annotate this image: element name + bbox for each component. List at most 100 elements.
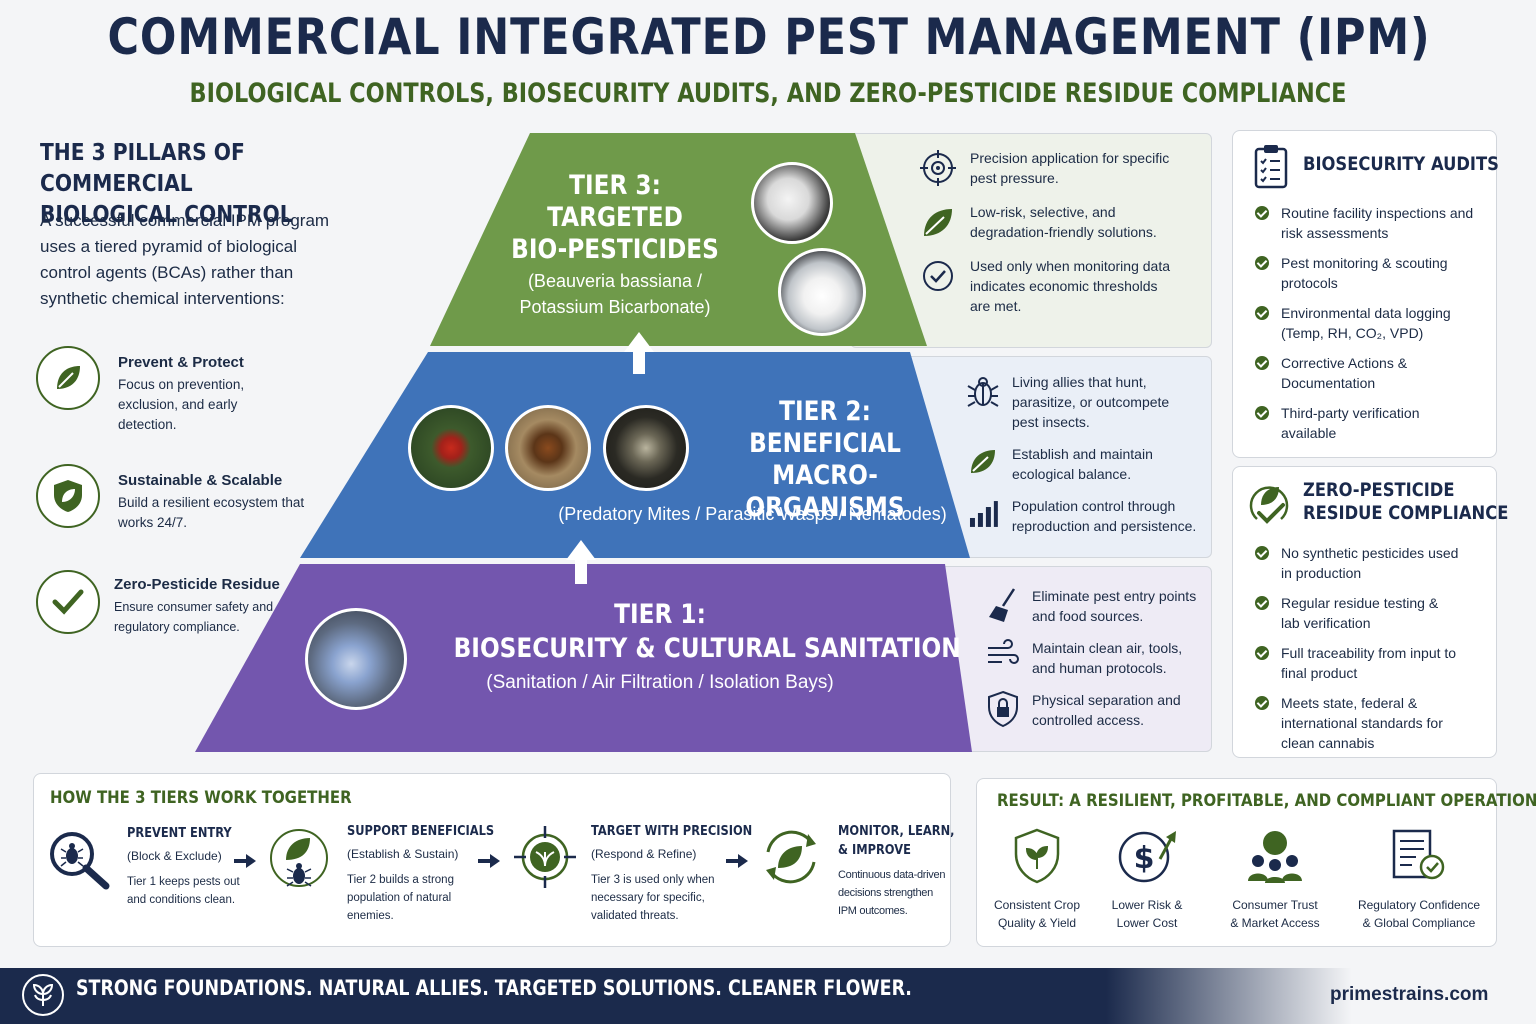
tier2-sub: (Predatory Mites / Parasitic Wasps / Nem… [558,504,947,524]
result-panel: RESULT: A RESILIENT, PROFITABLE, AND COM… [976,778,1536,947]
biosecurity-title: BIOSECURITY AUDITS [1303,153,1499,175]
pillar-text: Focus on prevention, exclusion, and earl… [118,377,245,432]
leaf-logo-icon [22,974,64,1016]
certificate-icon [1349,827,1489,890]
leaf-icon [36,346,100,410]
tier2-feature: Population control through reproduction … [966,496,1206,536]
tier3-feature: Low-risk, selective, and degradation-fri… [918,202,1200,242]
people-globe-icon [1213,827,1337,890]
check-icon [1255,306,1269,320]
pillar-text: Ensure consumer safety and regulatory co… [114,600,274,634]
magnifier-bug-icon [44,826,114,897]
up-arrow-icon [624,332,654,374]
wind-icon [988,639,1019,664]
fungus-photo [751,162,833,244]
feature-text: Living allies that hunt, parasitize, or … [1012,374,1170,430]
broom-icon [989,588,1016,622]
tier2-feature: Living allies that hunt, parasitize, or … [966,372,1206,432]
tier2-line2: BENEFICIAL [749,428,901,459]
check-icon [1255,206,1269,220]
gloved-hand-cleaning-photo [305,608,407,710]
predatory-mite-photo [408,405,494,491]
compliance-title-line2: RESIDUE COMPLIANCE [1303,502,1509,524]
clipboard-icon [1253,143,1289,194]
tier2-label: TIER 2: BENEFICIAL MACRO-ORGANISMS [700,396,950,524]
arrow-shaft [726,859,740,863]
result-item: Consistent Crop Quality & Yield [987,827,1087,932]
result-title: RESULT: A RESILIENT, PROFITABLE, AND COM… [997,791,1536,811]
compliance-title: ZERO-PESTICIDE RESIDUE COMPLIANCE [1303,479,1508,525]
compliance-list: No synthetic pesticides used in producti… [1255,543,1485,763]
feature-text: Low-risk, selective, and degradation-fri… [970,204,1157,240]
list-item: Full traceability from input to final pr… [1255,643,1485,683]
result-item: Consumer Trust & Market Access [1213,827,1337,932]
tier1-sub: (Sanitation / Air Filtration / Isolation… [486,672,834,693]
list-item: Corrective Actions & Documentation [1255,353,1485,393]
check-icon [1255,696,1269,710]
bug-icon [967,377,999,407]
pillars-title-line2: BIOLOGICAL CONTROL [40,202,293,228]
pillars-title-line1: THE 3 PILLARS OF COMMERCIAL [40,140,245,197]
check-icon [1255,596,1269,610]
tier1-feature: Maintain clean air, tools, and human pro… [986,638,1208,678]
tier3-features: Precision application for specific pest … [918,148,1200,316]
dollar-growth-icon: $ [1097,827,1197,890]
tier1-line1: TIER 1: [614,599,706,630]
list-item: No synthetic pesticides used in producti… [1255,543,1485,583]
feature-text: Precision application for specific pest … [970,150,1170,186]
list-item: Meets state, federal & international sta… [1255,693,1485,753]
pillar-prevent: Prevent & Protect Focus on prevention, e… [36,346,244,432]
result-item: Regulatory Confidence & Global Complianc… [1349,827,1489,932]
tier3-line1: TIER 3: [569,170,661,201]
tier1-feature: Eliminate pest entry points and food sou… [986,586,1208,626]
tier1-features: Eliminate pest entry points and food sou… [986,586,1208,730]
list-item: Routine facility inspections and risk as… [1255,203,1485,243]
footer-bar [0,968,1536,1024]
tier3-feature: Precision application for specific pest … [918,148,1200,188]
biosecurity-list: Routine facility inspections and risk as… [1255,203,1485,453]
leaf-icon [924,209,952,236]
leaf-check-icon [1247,479,1291,534]
svg-text:$: $ [1134,841,1155,876]
arrow-shaft [234,859,248,863]
target-icon [920,150,956,186]
tier2-line1: TIER 2: [779,396,871,427]
check-icon [1255,546,1269,560]
tier1-block [195,564,972,752]
tier3-sub1: (Beauveria bassiana / [527,271,703,291]
nematode-photo [603,405,689,491]
how-step: SUPPORT BENEFICIALS (Establish & Sustain… [347,824,495,922]
feature-text: Eliminate pest entry points and food sou… [1032,588,1197,624]
check-icon [1255,356,1269,370]
how-step: MONITOR, LEARN, & IMPROVE Continuous dat… [838,824,955,917]
result-item: $ Lower Risk & Lower Cost [1097,827,1197,932]
check-icon [1255,256,1269,270]
list-item: Environmental data logging (Temp, RH, CO… [1255,303,1485,343]
bar-chart-icon [969,501,998,527]
check-icon [1255,406,1269,420]
how-step: PREVENT ENTRY (Block & Exclude) Tier 1 k… [127,826,240,906]
check-icon [1255,646,1269,660]
footer-site-link[interactable]: primestrains.com [1330,984,1489,1005]
pillar-heading: Zero-Pesticide Residue [114,576,280,593]
tier2-line3: MACRO-ORGANISMS [745,460,905,523]
tier1-line2: BIOSECURITY & CULTURAL SANITATION [453,633,961,664]
up-arrow-icon [566,540,596,584]
tier3-line3: BIO-PESTICIDES [511,234,719,265]
feature-text: Maintain clean air, tools, and human pro… [1032,640,1183,676]
list-item: Third-party verification available [1255,403,1485,443]
compliance-panel: ZERO-PESTICIDE RESIDUE COMPLIANCE No syn… [1232,466,1508,758]
footer-tagline: STRONG FOUNDATIONS. NATURAL ALLIES. TARG… [76,976,912,1000]
tier3-feature-panel [850,133,1212,348]
tier1-label: TIER 1: BIOSECURITY & CULTURAL SANITATIO… [420,598,961,698]
tier2-feature: Establish and maintain ecological balanc… [966,444,1206,484]
tier3-line2: TARGETED [547,202,683,233]
list-item: Pest monitoring & scouting protocols [1255,253,1485,293]
compliance-title-line1: ZERO-PESTICIDE [1303,479,1455,501]
pillar-heading: Prevent & Protect [118,354,244,371]
tier3-sub2: Potassium Bicarbonate) [519,297,711,317]
tier2-features: Living allies that hunt, parasitize, or … [966,372,1206,536]
check-circle-icon [923,261,953,291]
arrow-shaft [478,859,492,863]
parasitic-wasp-photo [505,405,591,491]
